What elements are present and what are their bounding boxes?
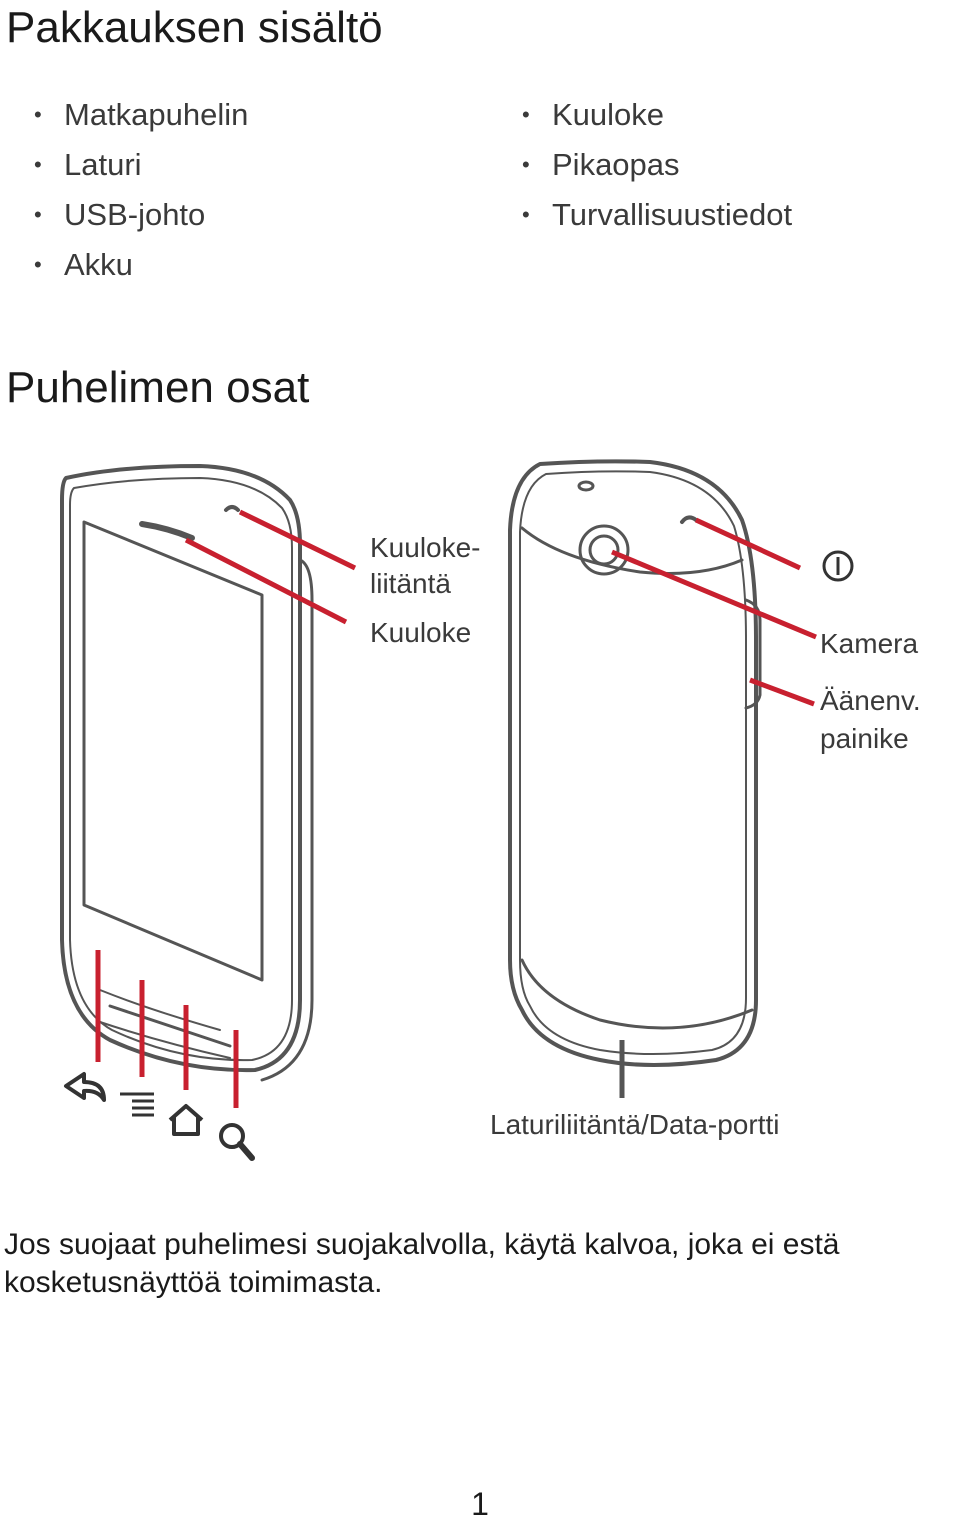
label-earpiece: Kuuloke bbox=[370, 617, 471, 648]
list-item: Turvallisuustiedot bbox=[522, 190, 792, 240]
label-charger-port: Laturiliitäntä/Data-portti bbox=[490, 1109, 779, 1140]
back-icon bbox=[64, 1072, 106, 1102]
screen-protector-note: Jos suojaat puhelimesi suojakalvolla, kä… bbox=[4, 1228, 840, 1299]
package-list-right: Kuuloke Pikaopas Turvallisuustiedot bbox=[522, 90, 792, 240]
search-icon bbox=[219, 1123, 255, 1161]
callout-headset-jack bbox=[238, 509, 357, 571]
list-item: Pikaopas bbox=[522, 140, 792, 190]
list-item: Akku bbox=[34, 240, 248, 290]
callout-camera bbox=[611, 549, 817, 640]
list-item: USB-johto bbox=[34, 190, 248, 240]
phone-back-illustration bbox=[508, 459, 762, 1067]
section-title-phone-parts: Puhelimen osat bbox=[6, 363, 310, 412]
menu-icon bbox=[120, 1092, 154, 1117]
label-volume-line2: painike bbox=[820, 723, 909, 754]
label-headset-jack-line2: liitäntä bbox=[370, 568, 451, 599]
label-volume-line1: Äänenv. bbox=[820, 685, 921, 716]
list-item: Matkapuhelin bbox=[34, 90, 248, 140]
callout-power bbox=[694, 517, 802, 571]
section-title-package-contents: Pakkauksen sisältö bbox=[6, 3, 383, 52]
page-number: 1 bbox=[471, 1486, 489, 1522]
power-icon bbox=[822, 550, 854, 582]
callout-lines bbox=[95, 509, 817, 1108]
home-icon bbox=[168, 1104, 204, 1136]
callout-volume bbox=[749, 677, 815, 707]
callout-earpiece bbox=[184, 537, 348, 625]
list-item: Kuuloke bbox=[522, 90, 792, 140]
phone-front-illustration bbox=[60, 464, 314, 1082]
list-item: Laturi bbox=[34, 140, 248, 190]
label-camera: Kamera bbox=[820, 628, 918, 659]
label-headset-jack-line1: Kuuloke- bbox=[370, 532, 481, 563]
package-list-left: Matkapuhelin Laturi USB-johto Akku bbox=[34, 90, 248, 290]
